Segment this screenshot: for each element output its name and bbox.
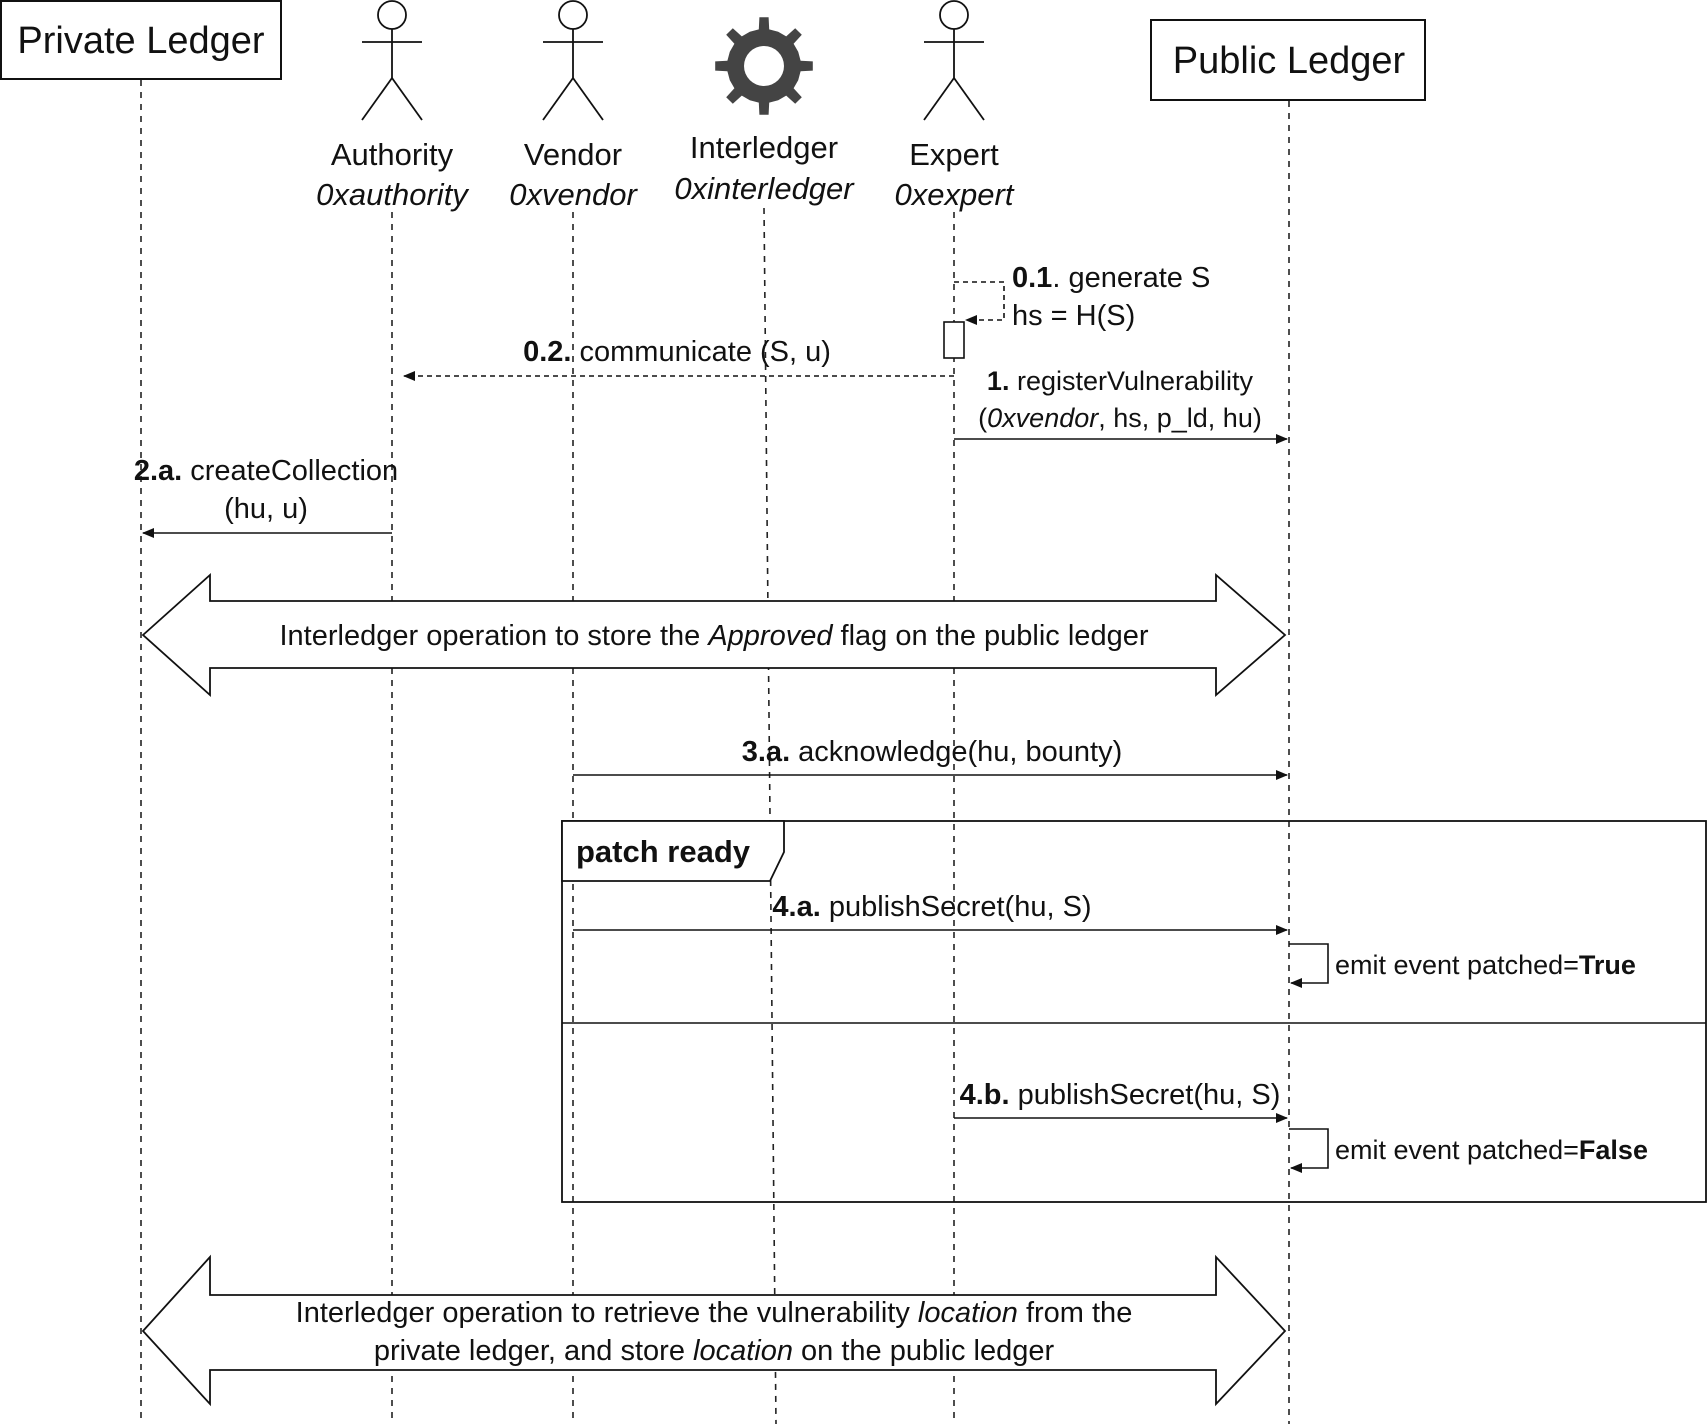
activation-bar bbox=[943, 321, 965, 359]
public-ledger-title: Public Ledger bbox=[1173, 40, 1406, 82]
vendor-address: 0xvendor bbox=[509, 177, 638, 212]
participant-vendor: Vendor 0xvendor bbox=[509, 0, 638, 212]
participant-interledger: Interledger 0xinterledger bbox=[674, 17, 855, 206]
vendor-name: Vendor bbox=[524, 137, 622, 172]
message-0-2: 0.2. communicate (S, u) bbox=[403, 336, 954, 381]
message-4b-label: 4.b. publishSecret(hu, S) bbox=[960, 1079, 1281, 1111]
participant-expert: Expert 0xexpert bbox=[895, 0, 1015, 212]
interledger-operation-approved: Interledger operation to store the Appro… bbox=[141, 572, 1287, 698]
stick-figure-icon bbox=[361, 0, 423, 121]
message-4b: 4.b. publishSecret(hu, S) bbox=[954, 1079, 1288, 1123]
interledger-operation-approved-text: Interledger operation to store the Appro… bbox=[280, 620, 1149, 652]
fragment-patch-ready: patch ready bbox=[561, 820, 1707, 1203]
fragment-label: patch ready bbox=[576, 834, 751, 869]
participant-authority: Authority 0xauthority bbox=[316, 0, 470, 212]
interledger-operation-location: Interledger operation to retrieve the vu… bbox=[141, 1254, 1287, 1407]
authority-name: Authority bbox=[331, 137, 454, 172]
message-2a-args: (hu, u) bbox=[224, 493, 308, 525]
message-4a: 4.a. publishSecret(hu, S) bbox=[573, 891, 1288, 935]
lifeline-interledger bbox=[763, 207, 777, 1424]
message-3a-label: 3.a. acknowledge(hu, bounty) bbox=[742, 736, 1122, 768]
stick-figure-icon bbox=[542, 0, 604, 121]
interledger-operation-location-line2: private ledger, and store location on th… bbox=[374, 1335, 1055, 1367]
interledger-operation-location-line1: Interledger operation to retrieve the vu… bbox=[296, 1297, 1133, 1329]
event-patched-true: emit event patched=True bbox=[1289, 943, 1636, 988]
message-3a: 3.a. acknowledge(hu, bounty) bbox=[573, 736, 1288, 780]
event-patched-false-label: emit event patched=False bbox=[1335, 1135, 1648, 1165]
event-patched-false: emit event patched=False bbox=[1289, 1128, 1648, 1173]
authority-address: 0xauthority bbox=[316, 177, 470, 212]
message-0-1: 0.1. generate S hs = H(S) bbox=[943, 262, 1210, 359]
message-1-args: (0xvendor, hs, p_ld, hu) bbox=[978, 403, 1262, 433]
message-2a: 2.a. createCollection (hu, u) bbox=[134, 455, 398, 538]
expert-name: Expert bbox=[909, 137, 999, 172]
message-0-1-label: 0.1. generate S bbox=[1012, 262, 1210, 294]
interledger-address: 0xinterledger bbox=[674, 171, 855, 206]
expert-address: 0xexpert bbox=[895, 177, 1015, 212]
message-2a-label: 2.a. createCollection bbox=[134, 455, 398, 487]
event-patched-true-label: emit event patched=True bbox=[1335, 950, 1636, 980]
gear-icon bbox=[715, 17, 813, 115]
message-1-label: 1. registerVulnerability bbox=[987, 366, 1254, 396]
private-ledger-title: Private Ledger bbox=[17, 20, 264, 62]
interledger-name: Interledger bbox=[690, 130, 838, 165]
message-0-1-line2: hs = H(S) bbox=[1012, 300, 1135, 332]
participant-private-ledger: Private Ledger bbox=[0, 0, 282, 80]
message-0-2-label: 0.2. communicate (S, u) bbox=[523, 336, 831, 368]
message-1: 1. registerVulnerability (0xvendor, hs, … bbox=[954, 366, 1288, 444]
stick-figure-icon bbox=[923, 0, 985, 121]
message-4a-label: 4.a. publishSecret(hu, S) bbox=[772, 891, 1091, 923]
participant-public-ledger: Public Ledger bbox=[1150, 19, 1426, 101]
